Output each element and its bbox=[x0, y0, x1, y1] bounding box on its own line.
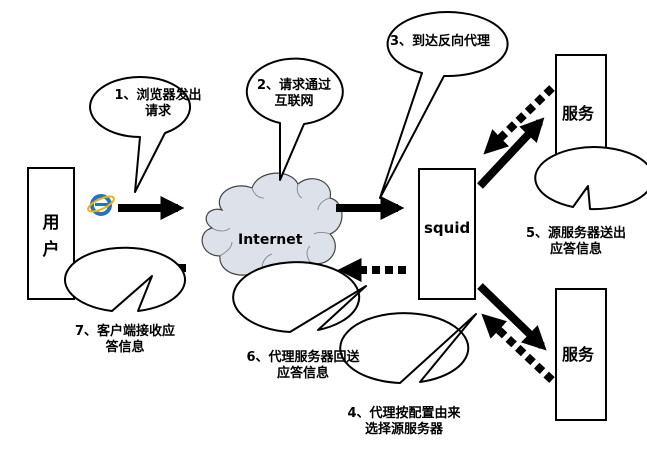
callout-bubble-5 bbox=[534, 146, 647, 211]
callout-step-2: 2、请求通过互联网 bbox=[256, 78, 332, 110]
callout-step-4: 4、代理按配置由来选择源服务器 bbox=[347, 406, 461, 438]
callout-bubble-3 bbox=[379, 11, 509, 199]
arrow-squid-to-server-bottom bbox=[477, 283, 547, 351]
callout-step-7: 7、客户端接收应答信息 bbox=[74, 324, 176, 356]
squid-label: squid bbox=[424, 219, 471, 237]
user-box bbox=[27, 167, 75, 300]
internet-label: Internet bbox=[238, 232, 303, 248]
callout-step-6: 6、代理服务器回送应答信息 bbox=[246, 350, 360, 382]
callout-bubble-2 bbox=[245, 57, 344, 181]
internet-explorer-icon bbox=[87, 194, 115, 216]
user-label: 用户 bbox=[42, 213, 60, 261]
callout-bubble-4 bbox=[339, 312, 477, 384]
callout-step-5: 5、源服务器送出应答信息 bbox=[525, 226, 627, 258]
callout-bubble-1 bbox=[89, 76, 192, 193]
arrow-server-top-to-squid bbox=[483, 85, 555, 155]
internet-cloud bbox=[201, 172, 343, 280]
callout-bubble-7 bbox=[64, 246, 186, 312]
callout-bubble-6 bbox=[232, 261, 367, 333]
squid-box bbox=[418, 168, 476, 300]
callout-step-3: 3、到达反向代理 bbox=[389, 34, 491, 49]
server-top-label: 服务 bbox=[562, 104, 595, 123]
server-bottom-label: 服务 bbox=[562, 345, 595, 364]
callout-step-1: 1、浏览器发出请求 bbox=[114, 88, 202, 120]
arrow-server-bottom-to-squid bbox=[481, 313, 555, 383]
arrow-squid-to-server-top bbox=[477, 117, 545, 189]
server-bottom-box bbox=[555, 288, 607, 421]
